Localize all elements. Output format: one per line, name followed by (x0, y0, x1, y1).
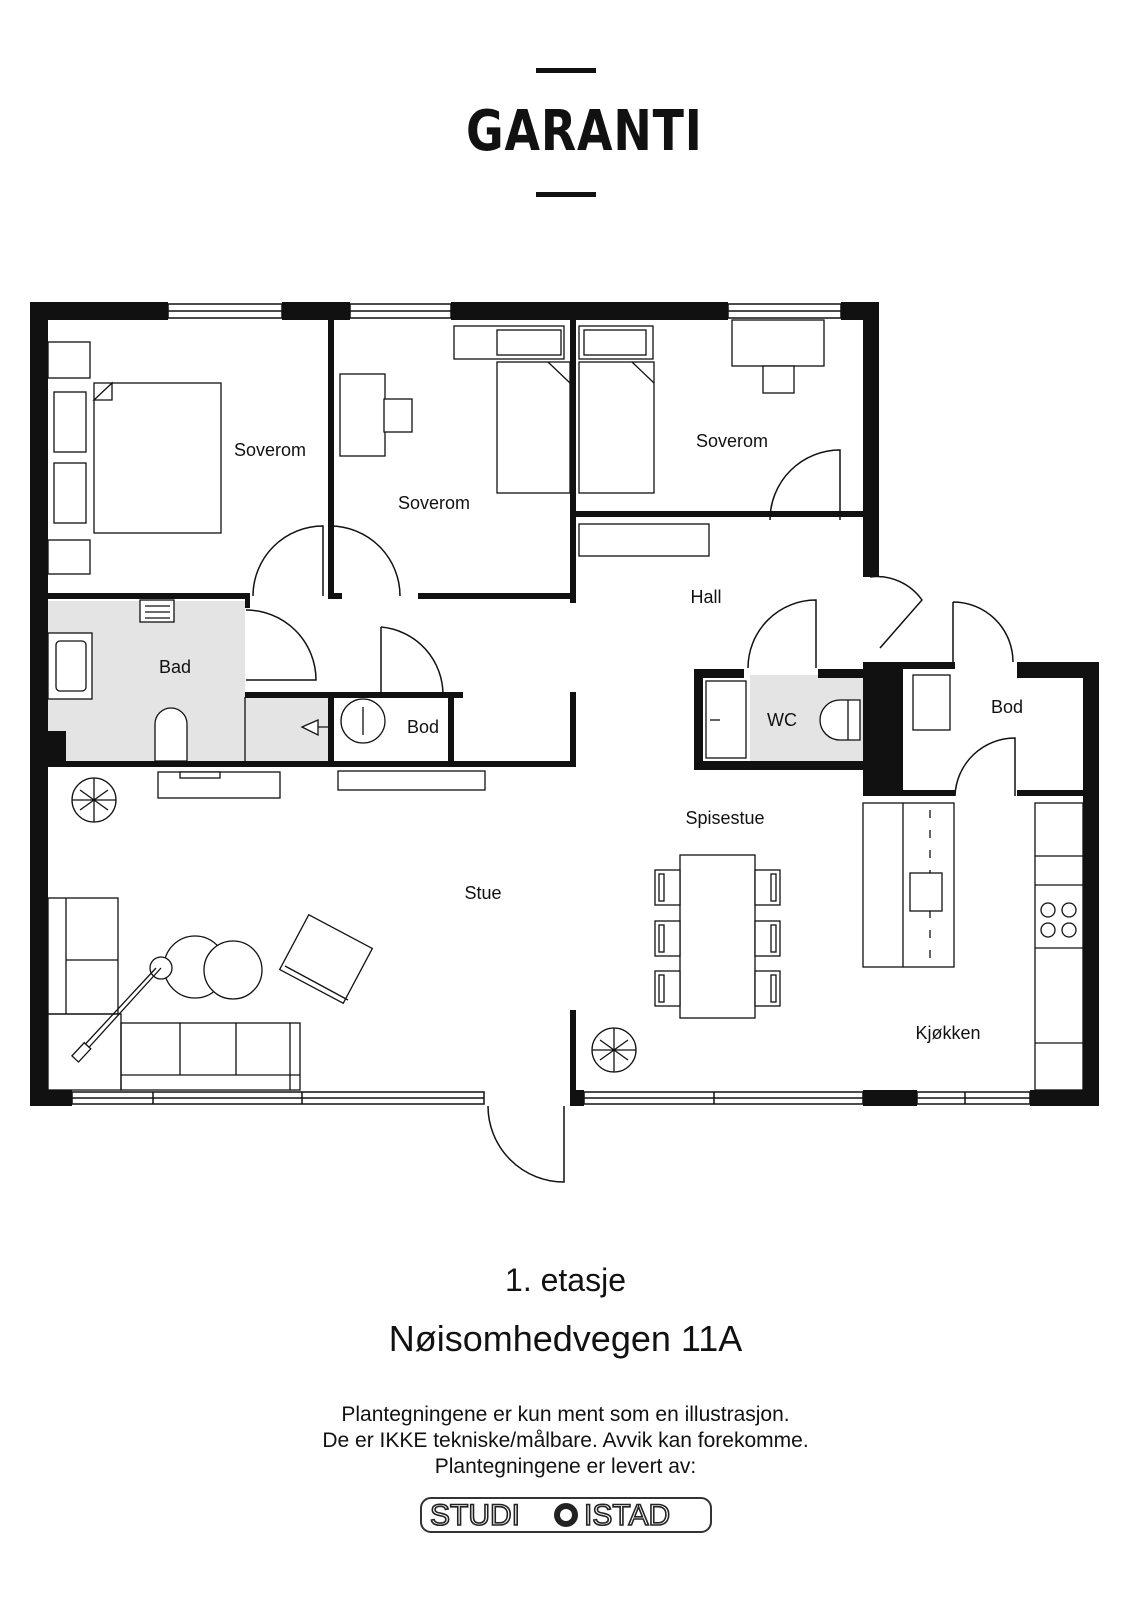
disclaimer-line-1: Plantegningene er kun ment som en illust… (341, 1403, 790, 1426)
furniture (47, 319, 1084, 1091)
room-labels: Soverom Soverom Soverom Hall Bad Bod WC … (159, 431, 1023, 1043)
supplier-logo-right: ISTAD (584, 1499, 670, 1532)
label-bedroom-2: Soverom (398, 493, 470, 513)
label-bath: Bad (159, 657, 191, 677)
address: Nøisomhedvegen 11A (388, 1318, 743, 1359)
walls (30, 302, 1099, 1106)
toilet-bath (154, 707, 188, 762)
armchair-left (47, 897, 119, 1015)
armchair-right (278, 913, 374, 1005)
label-storage-1: Bod (407, 717, 439, 737)
label-dining: Spisestue (685, 808, 764, 828)
double-bed (93, 382, 222, 534)
supplier-logo-left: STUDI (430, 1499, 520, 1532)
single-bed-2 (578, 361, 655, 494)
doors (245, 449, 1016, 1183)
coffee-table-2 (203, 940, 263, 1000)
kitchen-counter (1034, 802, 1084, 1091)
supplier-logo: STUDI ISTAD (420, 1497, 712, 1533)
desk (339, 373, 386, 457)
label-living: Stue (464, 883, 501, 903)
plant-2 (591, 1027, 637, 1073)
logo-bottom-bar (536, 192, 596, 197)
disclaimer: Plantegningene er kun ment som en illust… (0, 1402, 1131, 1480)
toilet-wc (819, 699, 861, 741)
dining-table (679, 854, 756, 1019)
label-wc: WC (767, 710, 797, 730)
disclaimer-line-2: De er IKKE tekniske/målbare. Avvik kan f… (322, 1429, 809, 1452)
desk-2 (731, 319, 825, 367)
floor-label: 1. etasje (505, 1262, 626, 1298)
brand-reg-mark: ® (657, 108, 666, 120)
label-storage-2: Bod (991, 697, 1023, 717)
label-kitchen: Kjøkken (915, 1023, 980, 1043)
single-bed (496, 361, 571, 494)
plant-1 (71, 777, 117, 823)
label-hall: Hall (690, 587, 721, 607)
label-bedroom-3: Soverom (696, 431, 768, 451)
windows (71, 303, 1031, 1105)
logo-top-bar (536, 68, 596, 73)
sofa (120, 1022, 301, 1091)
label-bedroom-1: Soverom (234, 440, 306, 460)
disclaimer-line-3: Plantegningene er levert av: (434, 1455, 697, 1478)
